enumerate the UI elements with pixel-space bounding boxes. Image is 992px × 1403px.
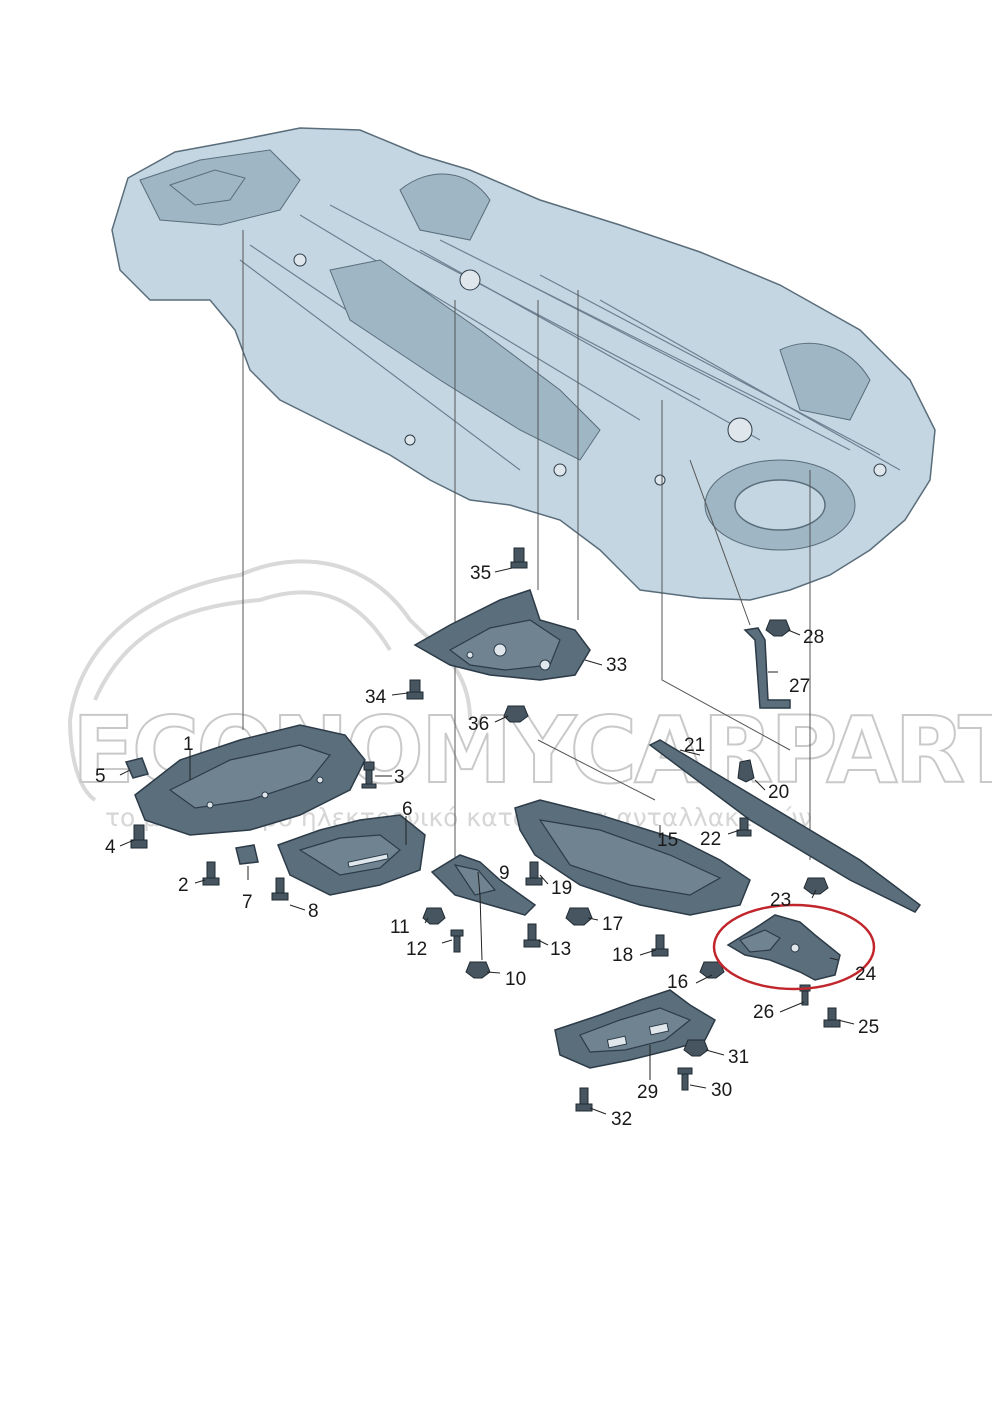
part-24-rear-cover (726, 914, 841, 981)
callout-1: 1 (183, 734, 194, 755)
callout-29: 29 (637, 1082, 658, 1103)
callout-22: 22 (700, 829, 721, 850)
callout-4: 4 (105, 837, 116, 858)
part-11-nut (422, 907, 446, 925)
part-34-bolt (406, 679, 424, 700)
part-8-bolt (271, 877, 289, 901)
callout-13: 13 (550, 939, 571, 960)
car-body-underside (111, 127, 936, 601)
callout-3: 3 (394, 767, 405, 788)
leader-lines (119, 567, 855, 1115)
callout-26: 26 (753, 1002, 774, 1023)
part-10-nut (465, 961, 491, 979)
part-23-nut (803, 877, 829, 895)
part-9-heat-shield (430, 854, 537, 916)
callout-35: 35 (470, 563, 491, 584)
highlight-circle-part-24 (712, 903, 876, 991)
callout-11: 11 (390, 917, 410, 938)
callout-18: 18 (612, 945, 633, 966)
part-12-clip (450, 929, 464, 953)
callout-5: 5 (95, 766, 106, 787)
callout-25: 25 (858, 1017, 879, 1038)
callout-8: 8 (308, 901, 319, 922)
part-30-clip (677, 1067, 693, 1091)
callout-32: 32 (611, 1109, 632, 1130)
callout-16: 16 (667, 972, 688, 993)
part-6-engine-shield (277, 814, 426, 896)
callout-30: 30 (711, 1080, 732, 1101)
part-21-side-trim-strip (648, 739, 922, 913)
part-5-clip (124, 757, 149, 779)
callout-17: 17 (602, 914, 623, 935)
callout-21: 21 (684, 735, 705, 756)
part-4-bolt (130, 824, 148, 849)
callout-7: 7 (242, 892, 253, 913)
part-2-bolt (202, 861, 220, 886)
callout-labels: 1 2 3 4 5 6 7 8 9 10 11 12 13 15 16 17 1… (95, 563, 879, 1130)
callout-34: 34 (365, 687, 387, 708)
part-13-bolt (523, 923, 541, 948)
part-33-centre-cover (413, 589, 591, 681)
part-17-nut (565, 907, 593, 926)
part-28-nut (765, 619, 791, 637)
part-1-front-underbody-cover (134, 724, 366, 836)
part-18-bolt (651, 934, 669, 957)
part-35-bolt (510, 547, 528, 569)
part-31-nut (683, 1039, 709, 1057)
part-32-bolt (575, 1087, 593, 1112)
part-7-clip (235, 844, 259, 865)
part-19-bolt (525, 861, 543, 886)
callout-10: 10 (505, 969, 526, 990)
callout-9: 9 (499, 863, 510, 884)
callout-28: 28 (803, 627, 824, 648)
callout-36: 36 (468, 714, 489, 735)
callout-20: 20 (768, 782, 789, 803)
guide-lines (242, 230, 811, 880)
callout-12: 12 (406, 939, 427, 960)
part-27-bracket (743, 627, 791, 709)
part-20-clip (737, 759, 755, 783)
part-22-bolt (736, 817, 752, 837)
callout-33: 33 (606, 655, 627, 676)
part-3-bolt (361, 761, 377, 789)
callout-23: 23 (770, 890, 791, 911)
callout-27: 27 (789, 676, 810, 697)
part-15-side-cover (514, 799, 751, 916)
callout-15: 15 (657, 830, 678, 851)
callout-31: 31 (728, 1047, 749, 1068)
callout-24: 24 (855, 964, 877, 985)
part-29-rear-underbody-cover (554, 989, 716, 1069)
part-36-nut (503, 705, 529, 723)
callout-6: 6 (402, 799, 413, 820)
callout-2: 2 (178, 875, 189, 896)
callout-19: 19 (551, 878, 572, 899)
part-25-bolt (823, 1007, 841, 1028)
